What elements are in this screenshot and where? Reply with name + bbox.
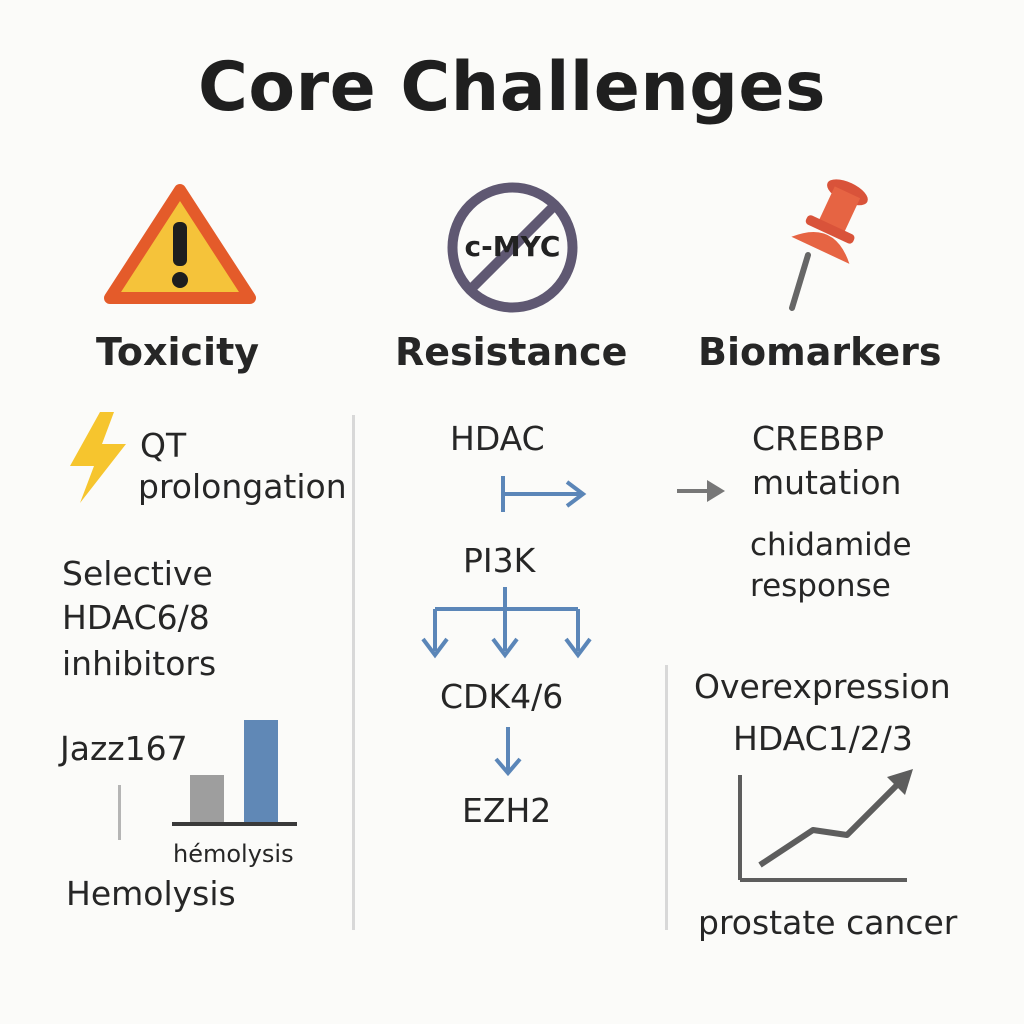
pushpin-icon <box>789 179 868 311</box>
node-pi3k: PI3K <box>463 541 536 580</box>
response-label: response <box>750 568 891 604</box>
divider-left <box>352 415 355 930</box>
node-hdac: HDAC <box>450 419 545 458</box>
node-cdk46: CDK4/6 <box>440 677 564 716</box>
hemolysis-label: Hemolysis <box>66 874 236 913</box>
overexpression-label: Overexpression <box>694 667 951 706</box>
branch-arrows <box>421 587 592 659</box>
crebbp-label: CREBBP <box>752 419 884 458</box>
bar-blue <box>244 720 278 823</box>
qt-label: QT <box>140 426 187 465</box>
heading-resistance: Resistance <box>395 330 628 374</box>
divider-right <box>665 665 668 930</box>
chart-baseline <box>172 822 297 826</box>
prolongation-label: prolongation <box>138 467 347 506</box>
bar-gray <box>190 775 224 823</box>
page-title: Core Challenges <box>197 48 827 127</box>
inhibition-arrow <box>501 476 587 512</box>
gray-right-arrow <box>677 480 725 502</box>
tick-mark <box>118 785 121 840</box>
hdac123-label: HDAC1/2/3 <box>733 719 913 758</box>
selective-line-2: HDAC6/8 <box>62 598 210 637</box>
mutation-label: mutation <box>752 463 902 502</box>
down-arrow <box>494 727 522 777</box>
lightning-bolt-icon <box>70 412 126 503</box>
no-entry-icon: c-MYC <box>445 180 580 315</box>
selective-line-3: inhibitors <box>62 644 217 683</box>
selective-line-1: Selective <box>62 554 213 593</box>
chart-label-hemolysis: hémolysis <box>173 840 294 868</box>
trend-chart <box>738 769 913 882</box>
heading-biomarkers: Biomarkers <box>698 330 942 374</box>
no-entry-label: c-MYC <box>464 230 561 263</box>
prostate-cancer-label: prostate cancer <box>698 903 958 942</box>
node-ezh2: EZH2 <box>462 791 552 830</box>
chidamide-label: chidamide <box>750 527 912 563</box>
jazz-label: Jazz167 <box>60 729 188 768</box>
warning-triangle-icon <box>104 184 256 304</box>
heading-toxicity: Toxicity <box>96 330 260 374</box>
